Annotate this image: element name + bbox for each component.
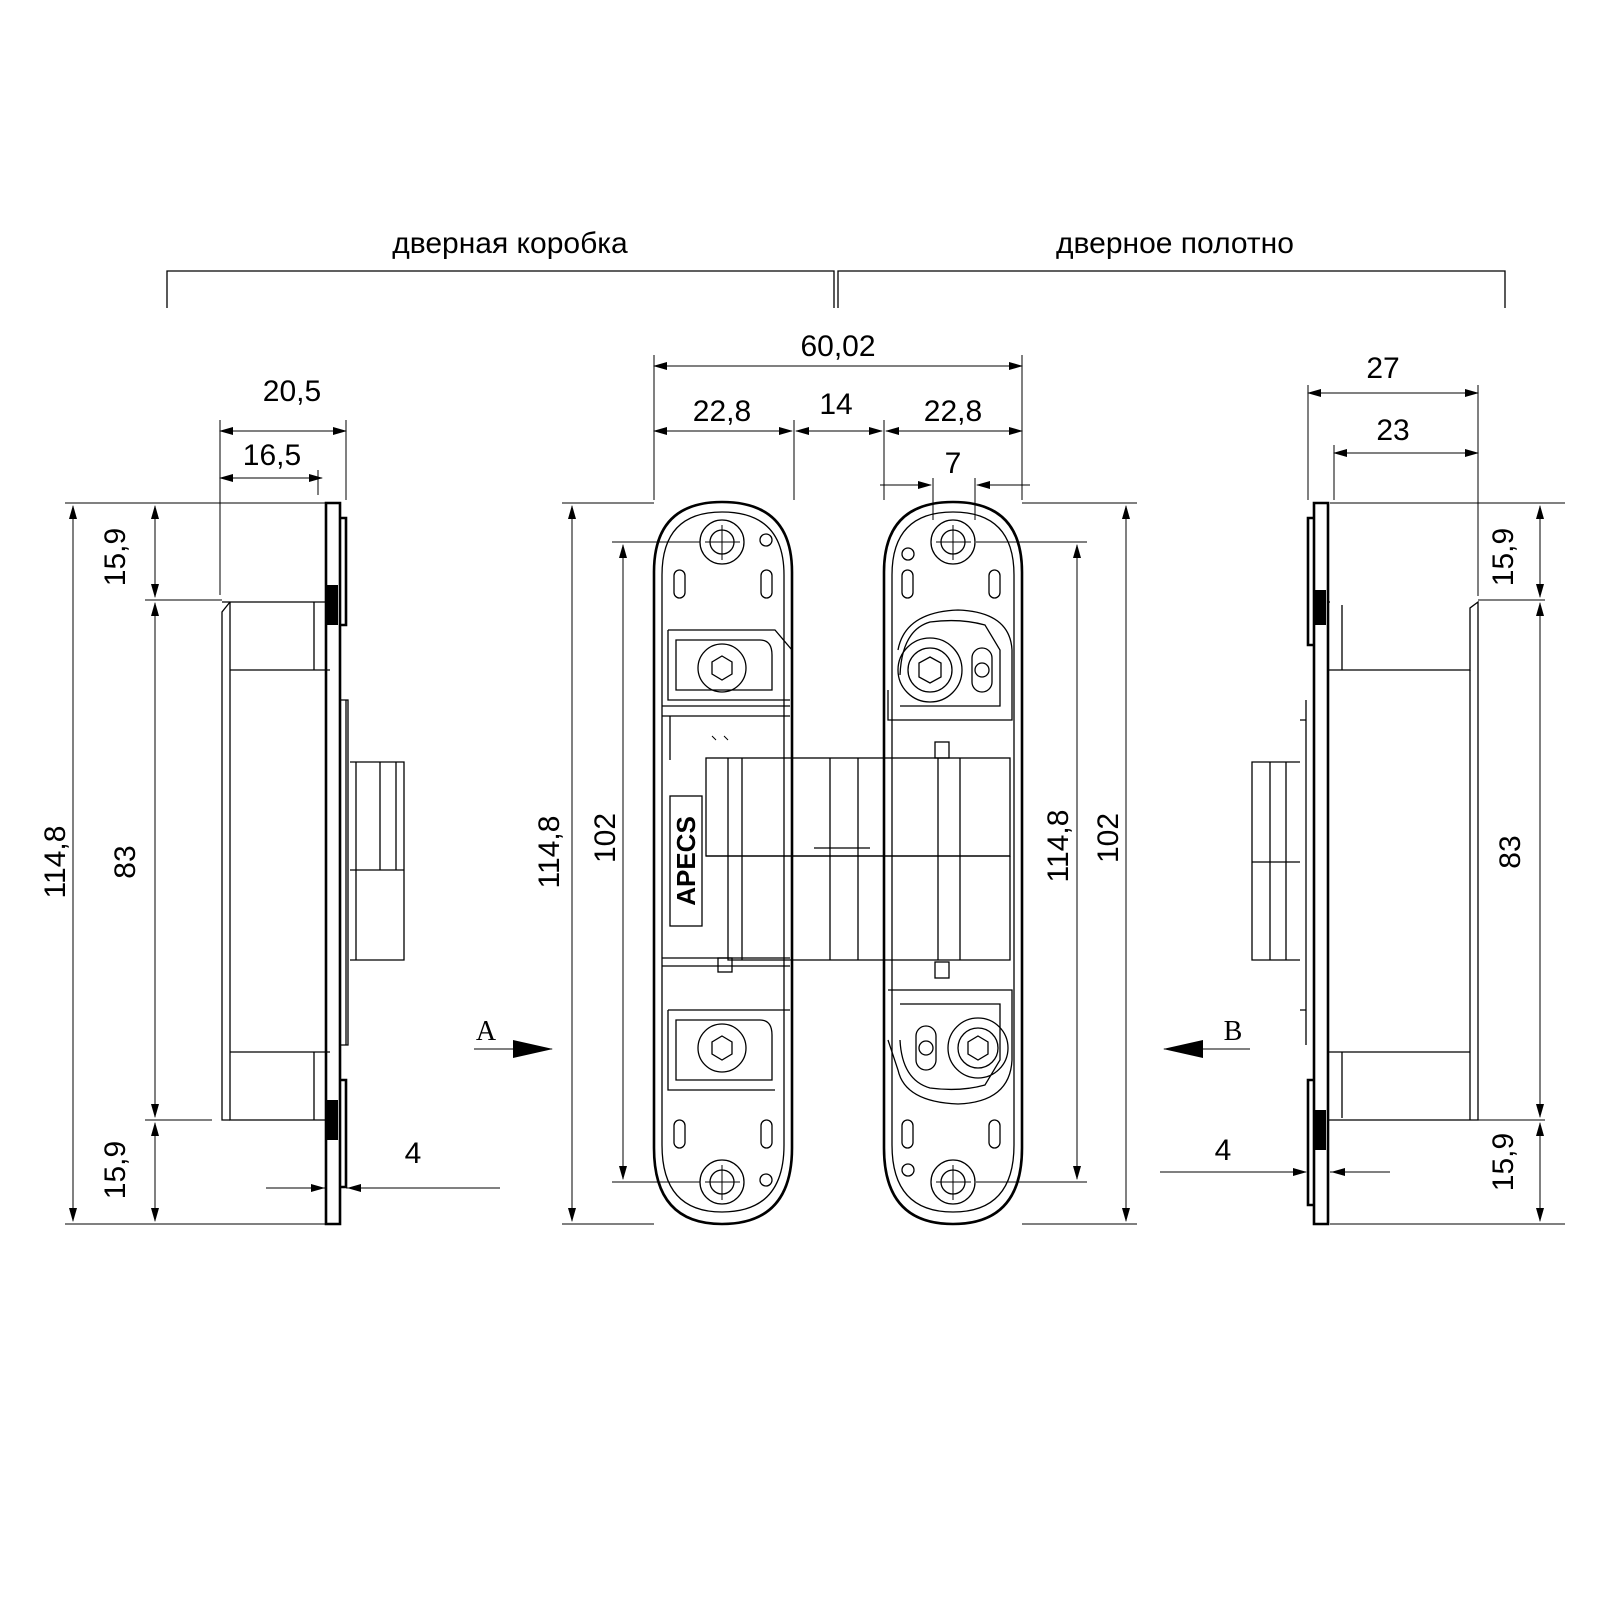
dim-center-slot: 7	[945, 447, 962, 480]
caption-door-leaf: дверное полотно	[1056, 227, 1294, 260]
dim-center-right-width: 22,8	[924, 395, 982, 428]
right-side-view: 27 23 15,9 83 15,9 4	[1160, 352, 1565, 1226]
dim-right-width-outer: 27	[1366, 352, 1399, 385]
left-back-box	[350, 761, 405, 961]
caption-group: дверная коробка дверное полотно	[166, 227, 1506, 308]
left-side-view: 20,5 16,5 114,8 15,9 83 15,9 4	[39, 375, 500, 1226]
dim-right-width-inner: 23	[1376, 414, 1409, 447]
right-back-box	[1251, 761, 1300, 961]
dim-left-plate: 4	[405, 1137, 422, 1170]
view-arrows: A B	[474, 1016, 1250, 1058]
apecs-logo-frame	[669, 795, 703, 927]
dim-left-total-height: 114,8	[39, 826, 72, 899]
dim-center-left-width: 22,8	[693, 395, 751, 428]
view-label-b: B	[1224, 1016, 1243, 1047]
right-body-outline	[1328, 600, 1479, 1121]
bracket-door-frame	[166, 270, 835, 308]
dim-right-plate: 4	[1215, 1134, 1232, 1167]
dim-center-total-width: 60,02	[800, 330, 875, 363]
hinge-pivot-arms	[705, 757, 1011, 961]
dim-left-width-outer: 20,5	[263, 375, 321, 408]
right-hinge-leaf	[882, 500, 1024, 1226]
dim-right-bottom: 15,9	[1487, 1133, 1520, 1191]
dim-center-gap: 14	[819, 388, 852, 421]
apecs-logo: APECS	[671, 816, 701, 906]
left-body-outline	[221, 601, 231, 1121]
dim-center-left-inner: 102	[589, 813, 622, 863]
left-mounting-plate	[324, 501, 342, 1226]
dim-left-middle: 83	[109, 845, 142, 878]
left-hinge-leaf	[652, 500, 794, 1226]
dim-left-width-inner: 16,5	[243, 439, 301, 472]
caption-door-frame: дверная коробка	[392, 227, 628, 260]
view-label-a: A	[476, 1016, 497, 1047]
center-front-view: APECS	[533, 330, 1137, 1226]
dim-right-middle: 83	[1494, 835, 1527, 868]
left-leaf-details	[662, 519, 793, 1205]
dim-right-top: 15,9	[1487, 528, 1520, 586]
dim-left-top: 15,9	[99, 528, 132, 586]
dim-left-bottom: 15,9	[99, 1141, 132, 1199]
dim-center-right-height: 114,8	[1042, 810, 1075, 883]
right-leaf-details	[887, 519, 1013, 1205]
dim-center-left-height: 114,8	[533, 816, 566, 889]
right-mounting-plate	[1312, 501, 1330, 1226]
bracket-door-leaf	[837, 270, 1506, 308]
dim-center-right-inner: 102	[1092, 813, 1125, 863]
